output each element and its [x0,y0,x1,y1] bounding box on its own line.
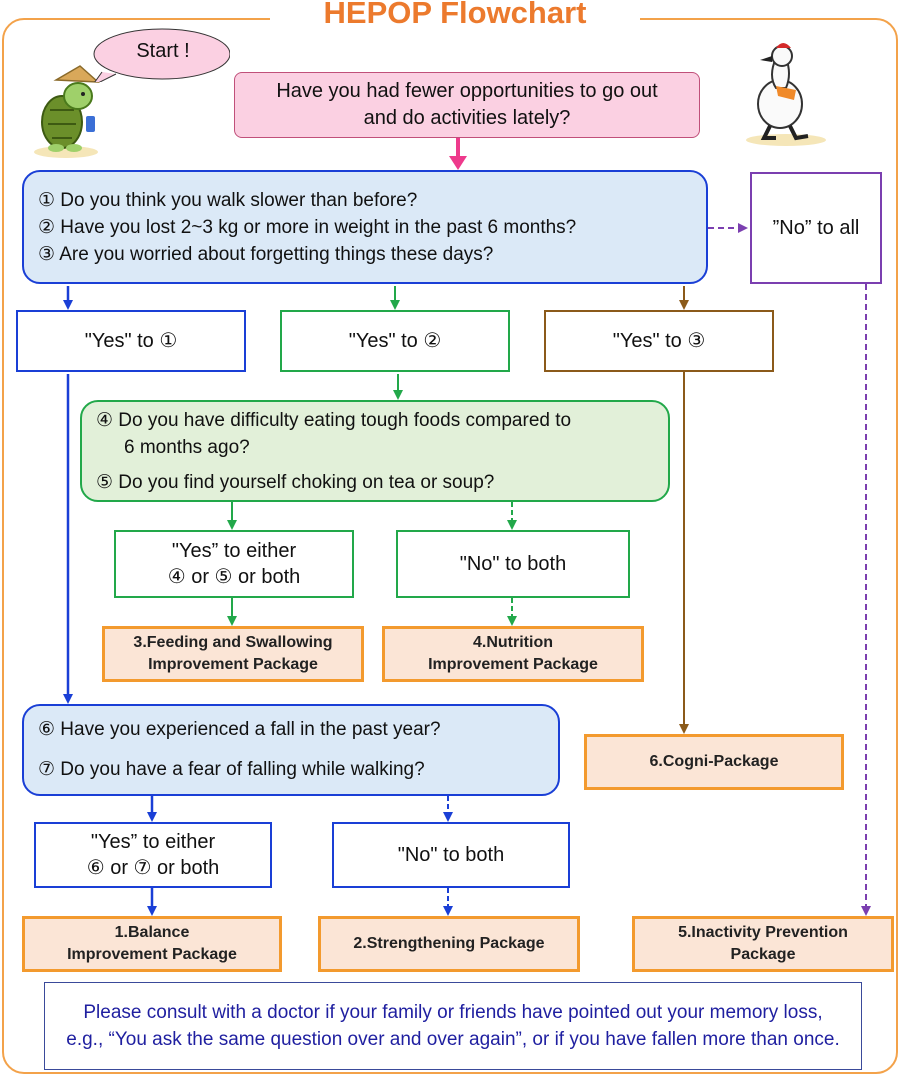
speech-bubble-icon [93,28,230,82]
package-4-nutrition: 4.Nutrition Improvement Package [382,626,644,682]
question-5: ⑤ Do you find yourself choking on tea or… [96,471,495,493]
page-title: HEPOP Flowchart [270,0,640,34]
opportunities-question-line1: Have you had fewer opportunities to go o… [276,80,658,102]
yes-6-7-line1: "Yes” to either [90,831,216,853]
question-3: ③ Are you worried about forgetting thing… [38,243,494,265]
eating-questions-box: ④ Do you have difficulty eating tough fo… [80,400,670,502]
opportunities-question: Have you had fewer opportunities to go o… [234,72,700,138]
package-5-line1: 5.Inactivity Prevention [678,924,848,941]
package-4-line2: Improvement Package [428,656,598,673]
screening-questions-box: ① Do you think you walk slower than befo… [22,170,708,284]
question-4-cont: 6 months ago? [124,436,250,458]
package-1-line2: Improvement Package [67,946,237,963]
package-5-line2: Package [730,946,796,963]
package-3-line2: Improvement Package [148,656,318,673]
yes-to-4-or-5-box: "Yes” to either ④ or ⑤ or both [114,530,354,598]
falls-questions-box: ⑥ Have you experienced a fall in the pas… [22,704,560,796]
start-label: Start ! [136,40,190,62]
package-4-line1: 4.Nutrition [473,634,553,651]
package-1-balance: 1.Balance Improvement Package [22,916,282,972]
yes-4-5-line2: ④ or ⑤ or both [167,566,301,588]
package-2-strengthening: 2.Strengthening Package [318,916,580,972]
package-3-feeding-swallowing: 3.Feeding and Swallowing Improvement Pac… [102,626,364,682]
no-to-all-box: ”No” to all [750,172,882,284]
yes-to-2-box: "Yes" to ② [280,310,510,372]
opportunities-question-line2: and do activities lately? [363,107,571,129]
doctor-consult-note: Please consult with a doctor if your fam… [44,982,862,1070]
question-1: ① Do you think you walk slower than befo… [38,189,418,211]
package-1-line1: 1.Balance [114,924,190,941]
yes-6-7-line2: ⑥ or ⑦ or both [86,857,220,879]
duck-mascot-icon [746,43,826,146]
question-7: ⑦ Do you have a fear of falling while wa… [38,759,425,780]
package-5-inactivity-prevention: 5.Inactivity Prevention Package [632,916,894,972]
question-2: ② Have you lost 2~3 kg or more in weight… [38,216,577,238]
yes-4-5-line1: "Yes” to either [171,540,297,562]
package-3-line1: 3.Feeding and Swallowing [133,634,333,651]
no-to-6-7-box: "No" to both [332,822,570,888]
turtle-mascot-icon [34,65,101,158]
question-6: ⑥ Have you experienced a fall in the pas… [38,719,441,740]
no-to-4-5-box: "No" to both [396,530,630,598]
yes-to-6-or-7-box: "Yes” to either ⑥ or ⑦ or both [34,822,272,888]
yes-to-3-box: "Yes" to ③ [544,310,774,372]
yes-to-1-box: "Yes" to ① [16,310,246,372]
question-4: ④ Do you have difficulty eating tough fo… [96,409,572,431]
package-6-cogni: 6.Cogni-Package [584,734,844,790]
